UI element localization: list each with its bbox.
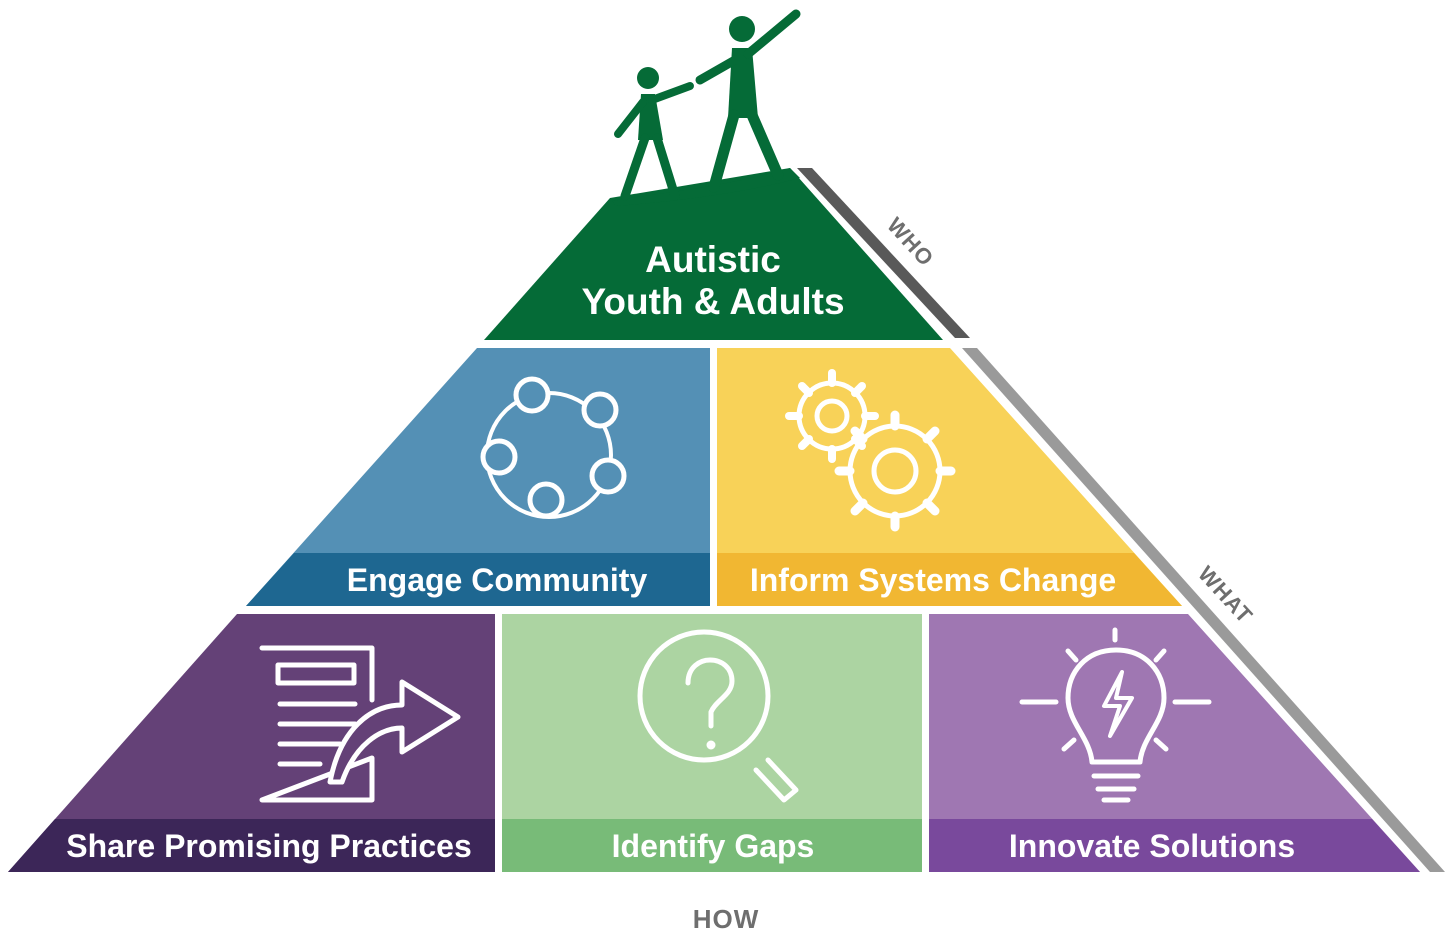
- magnifier-question-icon: [637, 629, 799, 803]
- who-rail: [797, 168, 970, 338]
- inform-systems-band: [717, 553, 1182, 606]
- what-rail: [962, 348, 1445, 872]
- share-practices-band: [8, 819, 495, 872]
- tier-what-right: Inform Systems Change: [717, 348, 1182, 606]
- gears-icon: [785, 369, 956, 532]
- tier-who: Autistic Youth & Adults: [484, 168, 943, 340]
- tier-how-right: Innovate Solutions: [929, 614, 1420, 872]
- inform-systems-panel: [717, 348, 1182, 606]
- share-practices-label: Share Promising Practices: [66, 828, 472, 864]
- side-rails: [797, 168, 1445, 872]
- engage-community-band: [246, 553, 710, 606]
- top-title-line1: Autistic: [645, 239, 781, 280]
- inform-systems-label: Inform Systems Change: [750, 562, 1116, 598]
- identify-gaps-label: Identify Gaps: [612, 828, 815, 864]
- top-title-line2: Youth & Adults: [581, 281, 844, 322]
- tier-how-left: Share Promising Practices: [8, 614, 495, 872]
- what-label: WHAT: [1193, 561, 1258, 628]
- engage-community-label: Engage Community: [347, 562, 648, 598]
- innovate-solutions-label: Innovate Solutions: [1009, 828, 1295, 864]
- climbers-helping-icon: [612, 9, 801, 206]
- innovate-solutions-panel: [929, 614, 1420, 872]
- how-label: HOW: [693, 904, 760, 934]
- tier-what-left: Engage Community: [246, 348, 710, 606]
- community-circle-icon: [480, 376, 627, 519]
- identify-gaps-band: [502, 819, 922, 872]
- document-share-icon: [259, 645, 461, 803]
- tier-how-center: Identify Gaps: [502, 614, 922, 872]
- top-triangle: [484, 168, 943, 340]
- lightbulb-icon: [1019, 627, 1212, 803]
- innovate-solutions-band: [929, 819, 1420, 872]
